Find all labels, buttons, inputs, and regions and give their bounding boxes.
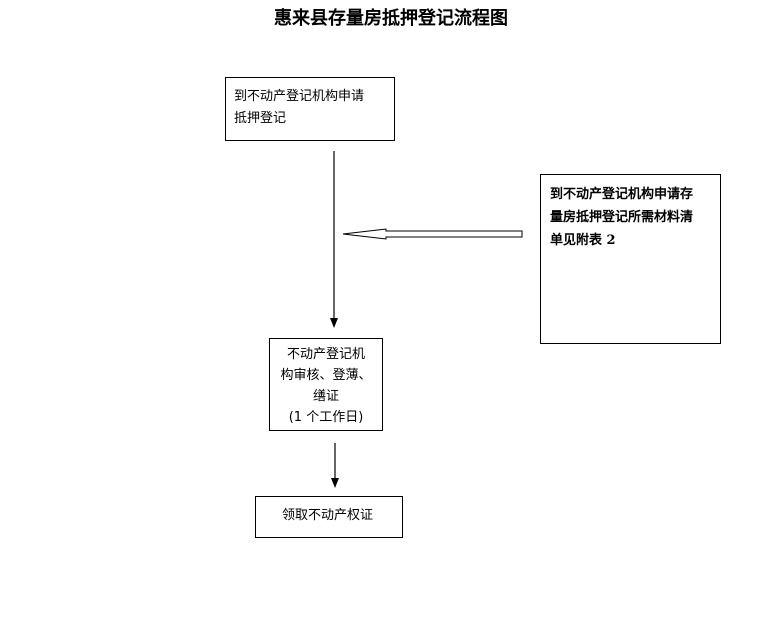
node-review-line-3: 缮证 [312,389,339,404]
node-note-line-2: 量房抵押登记所需材料清 [550,210,694,225]
node-review-registration: 不动产登记机 构审核、登薄、 缮证 (1 个工作日) [269,338,383,431]
node-apply-line-1: 到不动产登记机构申请 [234,89,365,104]
node-note-line-1: 到不动产登记机构申请存 [550,187,694,202]
page-title: 惠来县存量房抵押登记流程图 [274,8,508,29]
node-note-line-3: 单见附表 2 [550,233,616,248]
node-apply-line-2: 抵押登记 [234,111,287,126]
node-materials-note: 到不动产登记机构申请存 量房抵押登记所需材料清 单见附表 2 [540,174,721,344]
node-review-line-4: (1 个工作日) [288,410,364,425]
node-receive-certificate: 领取不动产权证 [255,496,403,538]
node-apply-registration: 到不动产登记机构申请 抵押登记 [225,77,395,141]
arrowhead-review-to-receive [331,478,339,488]
arrow-note-to-flow [342,228,523,240]
node-review-line-2: 构审核、登薄、 [280,368,372,383]
node-receive-line-1: 领取不动产权证 [282,508,374,523]
arrowhead-apply-to-review [330,318,338,328]
node-review-line-1: 不动产登记机 [286,347,365,362]
